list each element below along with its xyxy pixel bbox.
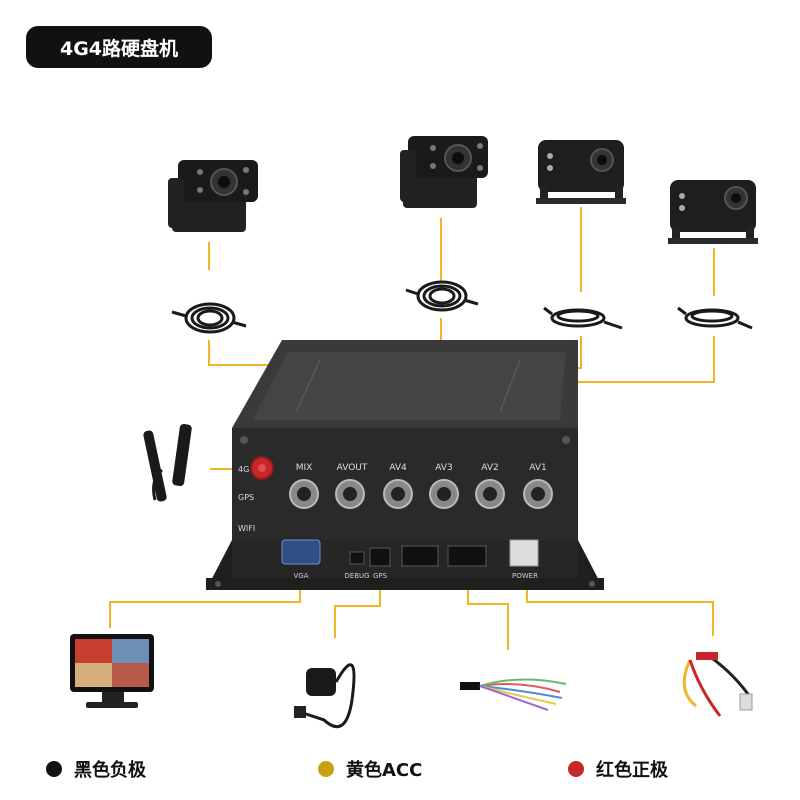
port-mix	[289, 479, 319, 509]
camera-2	[536, 140, 626, 204]
camera-3	[400, 136, 488, 208]
port-av1	[523, 479, 553, 509]
port-av4	[383, 479, 413, 509]
title-text: 4G4路硬盘机	[59, 37, 179, 60]
label-vga: VGA	[293, 572, 308, 580]
cable-coil-4	[171, 302, 247, 334]
port-debug	[349, 551, 365, 565]
antenna-port	[250, 456, 274, 480]
label-mix: MIX	[296, 463, 313, 473]
camera-1	[668, 180, 758, 244]
port-vga	[281, 539, 321, 565]
dvr-bottom-labels: VGA DEBUG GPS POWER	[293, 572, 538, 580]
legend-dot-yellow	[318, 761, 334, 777]
title-badge: 4G4路硬盘机	[26, 26, 212, 68]
legend-red-positive: 红色正极	[568, 756, 668, 782]
connector-ports	[281, 479, 553, 567]
dvr-side-labels: 4G GPS WIFI	[238, 465, 255, 533]
label-av2: AV2	[481, 463, 498, 473]
port-av3	[429, 479, 459, 509]
port-power	[509, 539, 539, 567]
legend-label-red: 红色正极	[596, 760, 668, 781]
power-wire-harness	[682, 652, 753, 717]
4g-antenna	[143, 423, 192, 502]
legend-black-negative: 黑色负极	[46, 756, 146, 782]
monitor	[70, 634, 154, 708]
label-wifi: WIFI	[238, 524, 255, 533]
cable-coil-1	[677, 306, 753, 330]
gps-antenna	[294, 663, 356, 729]
label-gps-side: GPS	[238, 493, 254, 502]
cable-coil-2	[543, 306, 623, 330]
port-gps	[369, 547, 391, 567]
legend-yellow-acc: 黄色ACC	[318, 756, 422, 782]
port-avout	[335, 479, 365, 509]
cable-coil-3	[405, 280, 479, 312]
label-debug: DEBUG	[344, 572, 369, 580]
label-gps-bottom: GPS	[373, 572, 388, 580]
label-power: POWER	[512, 572, 538, 580]
port-io-2	[447, 545, 487, 567]
port-io-1	[401, 545, 439, 567]
label-av3: AV3	[435, 463, 452, 473]
legend-dot-red	[568, 761, 584, 777]
camera-4	[168, 160, 258, 232]
io-wire-harness	[460, 678, 567, 711]
port-av2	[475, 479, 505, 509]
label-av1: AV1	[529, 463, 546, 473]
label-avout: AVOUT	[337, 463, 368, 473]
legend-label-black: 黑色负极	[74, 760, 146, 781]
label-av4: AV4	[389, 463, 407, 473]
label-4g: 4G	[238, 465, 249, 474]
dvr-port-labels: MIX AVOUT AV4 AV3 AV2 AV1	[296, 463, 547, 473]
legend-dot-black	[46, 761, 62, 777]
legend-label-yellow: 黄色ACC	[346, 760, 423, 781]
